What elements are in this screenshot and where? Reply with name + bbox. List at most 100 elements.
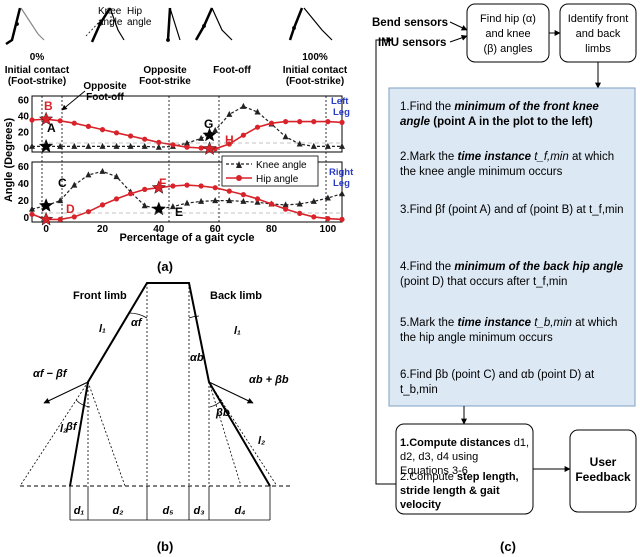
compute-1-num: 1. (400, 437, 410, 449)
phase-0pct: 0% (30, 52, 45, 63)
point-e-label: E (175, 205, 183, 219)
geometry-dotted-lines (19, 283, 278, 487)
l1-left-label: l₁ (99, 323, 106, 335)
legend-hip-label: Hip angle (256, 174, 299, 185)
y-axis-label: Angle (Degrees) (3, 117, 15, 202)
step-2: 2.Mark the time instance t_f,min at whic… (400, 150, 630, 180)
panel-a: Knee angle Hip angle 0% Initial contact … (3, 6, 354, 244)
hip-point-panel-0 (184, 144, 190, 150)
compute-2-bold: step length, stride length & gait veloci… (400, 471, 519, 511)
hip-point-panel-1 (283, 206, 289, 212)
hip-point-panel-1 (311, 214, 317, 220)
normal-arrow-left (43, 381, 89, 404)
right-leg-label-1: Right (329, 167, 354, 178)
identify-line3: limbs (585, 43, 611, 55)
compute-step-2: 2.Compute step length, stride length & g… (400, 470, 530, 512)
l1-right-label: l₁ (234, 325, 241, 337)
bend-sensors-label: Bend sensors (372, 17, 448, 29)
hip-point-panel-1 (198, 183, 204, 189)
point-c-label: C (58, 176, 67, 190)
step-4-num: 4. (400, 261, 410, 273)
knee-point-panel-1 (57, 197, 64, 204)
phase-foot-strike: (Foot-strike) (8, 76, 66, 87)
step-5-pre: Mark the (409, 317, 458, 329)
algorithm-steps-box (388, 87, 636, 407)
hip-point-panel-0 (325, 119, 331, 125)
knee-point-panel-1 (71, 181, 78, 188)
point-f-label: F (159, 176, 166, 190)
left-leg-label-1: Left (331, 96, 349, 107)
knee-point-panel-0 (226, 110, 233, 117)
point-h-star (202, 141, 217, 155)
hip-point-panel-1 (240, 192, 246, 198)
legend-box (221, 155, 319, 187)
step-1-post: (point A in the plot to the left) (430, 116, 593, 128)
af-minus-bf-label: αf − βf (33, 368, 68, 380)
point-a-label: A (47, 121, 56, 135)
y-tick-label: 60 (18, 162, 30, 173)
hip-point-panel-1 (170, 183, 176, 189)
hip-point-panel-0 (71, 120, 77, 126)
hip-angle-label-1: Hip (127, 6, 142, 17)
gait-geometry-outline (69, 282, 271, 487)
phase-foot-off-2: Foot-off (213, 65, 251, 76)
alpha-b-label: αb (190, 352, 204, 364)
hip-point-panel-0 (57, 118, 63, 124)
step-2-em: time instance (457, 151, 532, 163)
phase-foot-off-1: Foot-off (86, 92, 124, 103)
hip-point-panel-1 (142, 186, 148, 192)
knee-point-panel-1 (29, 205, 35, 212)
step-2-post: at which the knee angle minimum occurs (400, 151, 615, 178)
knee-point-panel-0 (212, 126, 219, 133)
compute-1-bold: Compute distances (409, 437, 511, 449)
hip-point-panel-0 (128, 133, 134, 139)
knee-point-panel-0 (99, 142, 106, 149)
phase-initial-contact-end: Initial contact (283, 65, 348, 76)
hip-point-panel-0 (113, 130, 120, 136)
point-g-label: G (204, 117, 213, 131)
step-5-math: t_b,min (531, 317, 572, 329)
knee-point-panel-0 (254, 108, 261, 115)
stick-figure-0 (5, 7, 45, 46)
x-axis-label: Percentage of a gait cycle (119, 232, 254, 244)
hip-point-panel-1 (297, 210, 303, 216)
point-f-star (151, 180, 167, 194)
hip-point-panel-0 (283, 119, 289, 125)
x-tick-label: 80 (266, 224, 278, 235)
knee-point-panel-1 (282, 201, 289, 208)
step-1: 1.Find the minimum of the front knee ang… (400, 100, 630, 130)
phase-100pct: 100% (302, 52, 328, 63)
step-2-math: t_f,min (531, 151, 569, 163)
knee-point-panel-0 (155, 143, 162, 150)
distance-labels: d₁ d₂ d₅ d₃ d₄ (74, 505, 246, 517)
knee-angle-label-1: Knee (98, 6, 122, 17)
compute-step-1: 1.Compute distances d1, d2, d3, d4 using… (400, 436, 530, 478)
panel-c-caption: (c) (500, 539, 516, 554)
legend: Knee angle Hip angle (221, 155, 319, 187)
point-h-label: H (225, 133, 234, 147)
knee-point-panel-1 (113, 173, 120, 180)
d1-label: d₁ (74, 505, 85, 517)
y-tick-label: 40 (18, 112, 30, 123)
phase-foot-strike-end: (Foot-strike) (286, 76, 344, 87)
stick-figure-1 (85, 7, 125, 43)
phase-opposite-foot-strike: Foot-strike (139, 76, 191, 87)
phase-labels: 0% Initial contact (Foot-strike) Opposit… (5, 52, 348, 103)
phase-opposite-2: Opposite (143, 65, 187, 76)
find-angles-line3: (β) angles (483, 43, 533, 55)
step-3-text: Find βf (point A) and αf (point B) at t_… (409, 204, 624, 216)
user-feedback-box (569, 429, 637, 513)
beta-b-arc (209, 399, 223, 408)
knee-point-panel-1 (339, 190, 345, 197)
hip-point-panel-1 (339, 216, 345, 222)
knee-point-panel-0 (71, 142, 78, 149)
point-g-star (202, 127, 217, 142)
knee-point-panel-0 (296, 140, 303, 147)
y-tick-label: 40 (18, 179, 30, 190)
plot-series (29, 102, 345, 226)
knee-point-panel-1 (99, 167, 106, 174)
hip-point-panel-0 (142, 136, 148, 142)
step-6: 6.Find βb (point C) and αb (point D) at … (400, 368, 630, 398)
knee-point-panel-0 (184, 139, 190, 146)
